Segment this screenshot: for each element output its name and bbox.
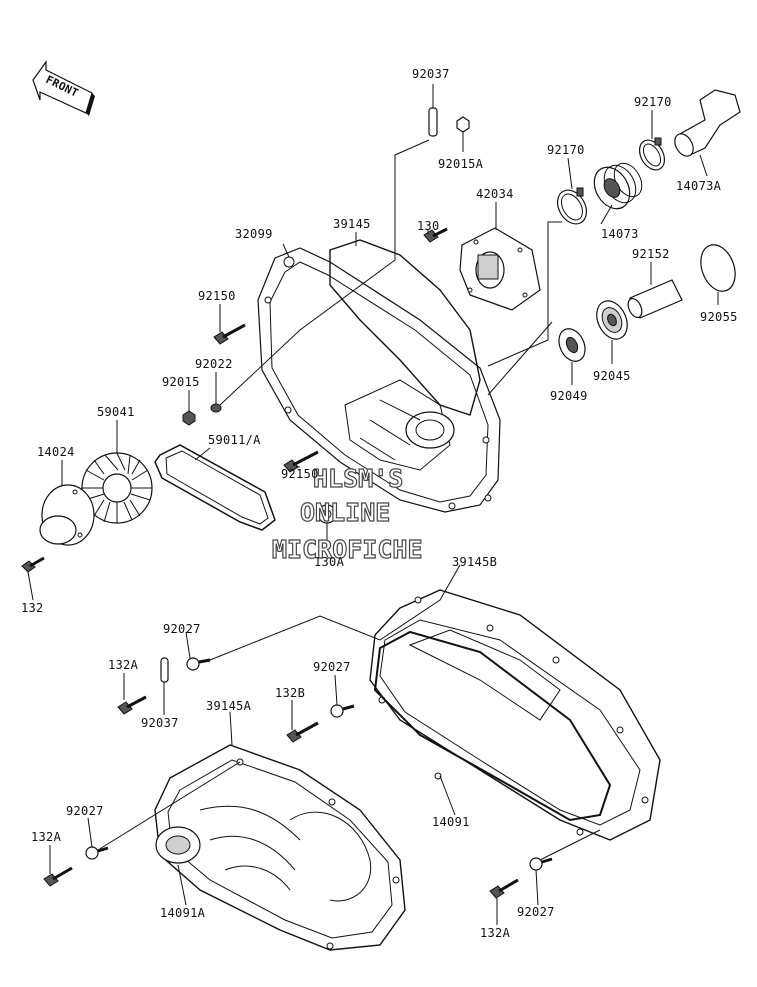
label-92150-lower: 92150 [281, 467, 319, 481]
outer-cover-14091 [369, 589, 661, 841]
label-130: 130 [417, 219, 440, 233]
washer-bolt-92027-c [85, 846, 109, 860]
bolt-132 [21, 556, 45, 573]
watermark-line-2: ONLINE [300, 498, 390, 527]
shaft-plate-42034 [459, 227, 541, 311]
bolt-132b [286, 721, 319, 743]
front-arrow-icon: FRONT [32, 60, 95, 116]
label-14091: 14091 [432, 815, 470, 829]
label-92170-upper: 92170 [634, 95, 672, 109]
washer-92022 [210, 403, 222, 413]
label-92027-mid: 92027 [313, 660, 351, 674]
label-92170-lower: 92170 [547, 143, 585, 157]
o-ring-92055 [700, 244, 736, 292]
label-14073a: 14073A [676, 179, 722, 193]
label-132: 132 [21, 601, 44, 615]
label-92027-top: 92027 [163, 622, 201, 636]
label-130a: 130A [314, 555, 345, 569]
cap-14024 [39, 484, 95, 546]
part-labels: 92037 92015A 92170 92170 14073A 42034 14… [21, 67, 738, 940]
label-92022: 92022 [195, 357, 233, 371]
label-92015a: 92015A [438, 157, 484, 171]
duct-boot-14073 [593, 162, 643, 210]
gasket-39145b [373, 630, 612, 822]
label-92049: 92049 [550, 389, 588, 403]
label-59011: 59011/A [208, 433, 261, 447]
label-92150-upper: 92150 [198, 289, 236, 303]
bolt-132a-left [117, 695, 147, 715]
bearing-92045 [596, 300, 628, 340]
label-14091a: 14091A [160, 906, 206, 920]
washer-bolt-92027-d [529, 857, 553, 871]
drive-belt-59011 [154, 444, 276, 531]
label-14024: 14024 [37, 445, 75, 459]
label-92027-right: 92027 [517, 905, 555, 919]
label-92152: 92152 [632, 247, 670, 261]
nut-130a [317, 504, 337, 524]
label-42034: 42034 [476, 187, 514, 201]
watermark: HLSM'S ONLINE MICROFICHE [271, 463, 423, 564]
label-132b: 132B [275, 686, 305, 700]
label-39145a: 39145A [206, 699, 252, 713]
bolt-92150-upper [213, 323, 246, 345]
sleeve-92152 [627, 279, 683, 319]
label-92037-top: 92037 [412, 67, 450, 81]
elbow-duct-14073a [677, 89, 741, 156]
label-92045: 92045 [593, 369, 631, 383]
washer-bolt-92027-b [330, 704, 355, 718]
label-132a-lower-right: 132A [480, 926, 511, 940]
leader-lines [27, 84, 719, 925]
label-132a-left: 132A [108, 658, 139, 672]
bolt-132a-lower-right [489, 878, 519, 899]
nut-92015a [456, 116, 470, 133]
key-92037 [428, 107, 438, 137]
key-92037-lower [160, 657, 169, 683]
label-92015: 92015 [162, 375, 200, 389]
label-92027-left: 92027 [66, 804, 104, 818]
watermark-line-3: MICROFICHE [272, 535, 423, 564]
washer-bolt-92027-a [186, 657, 211, 671]
label-132a-lower-left: 132A [31, 830, 62, 844]
watermark-line-1: HLSM'S [313, 464, 403, 493]
label-14073: 14073 [601, 227, 639, 241]
bolt-130 [423, 227, 448, 243]
inner-cover-32099 [257, 247, 501, 513]
gasket-39145 [329, 239, 481, 416]
clamp-92170-lower [556, 187, 588, 225]
label-59041: 59041 [97, 405, 135, 419]
label-32099: 32099 [235, 227, 273, 241]
nut-92015 [182, 410, 196, 426]
label-39145b: 39145B [452, 555, 497, 569]
label-92037-lower: 92037 [141, 716, 179, 730]
bolt-132a-lower-left [43, 866, 73, 887]
label-92055: 92055 [700, 310, 738, 324]
label-39145: 39145 [333, 217, 371, 231]
outer-cover-14091a [154, 744, 406, 951]
clamp-92170-upper [638, 137, 666, 171]
seal-92049 [558, 328, 586, 362]
